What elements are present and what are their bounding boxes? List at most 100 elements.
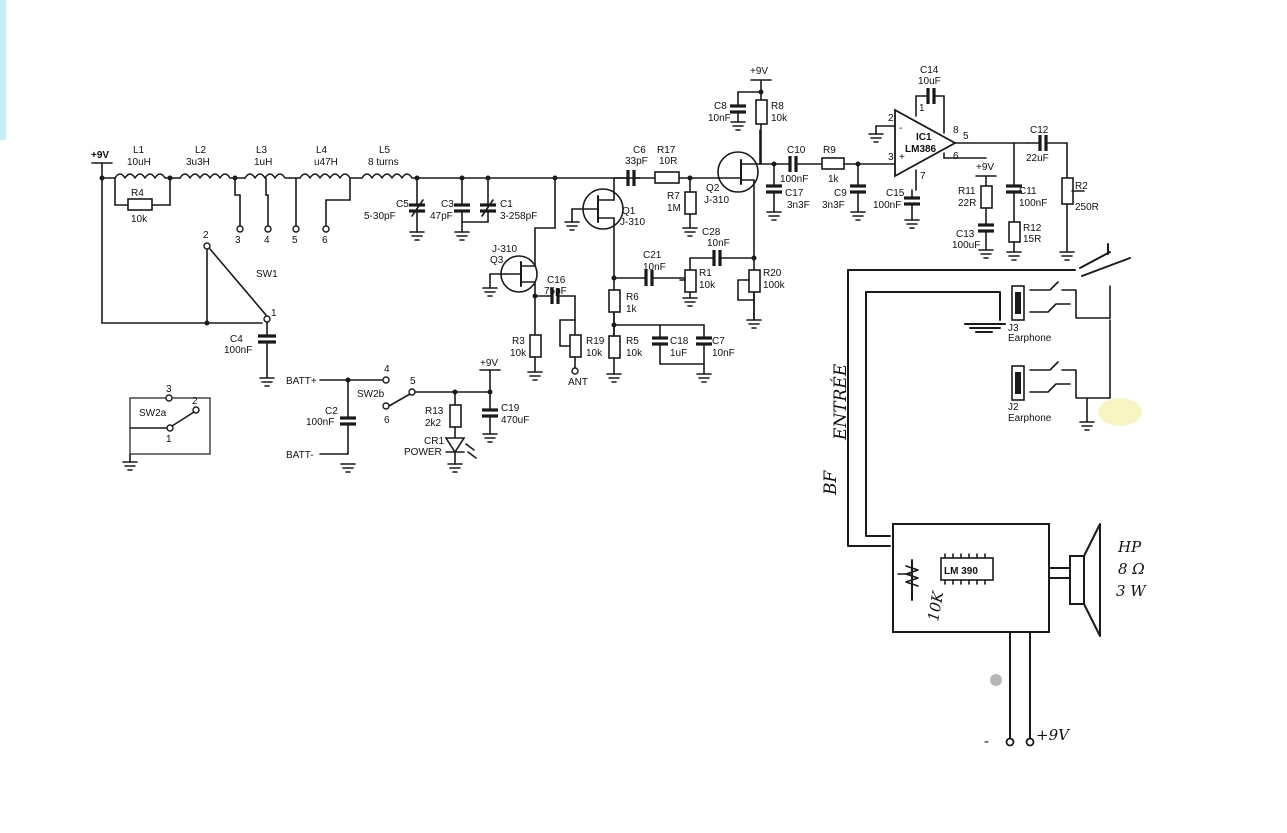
supply-label-c19: +9V xyxy=(480,358,498,369)
q2-ref: Q2 xyxy=(706,183,720,194)
c8-value: 10nF xyxy=(708,113,731,124)
c10-ref: C10 xyxy=(787,145,806,156)
c28-value: 10nF xyxy=(707,238,730,249)
supply-label-q2: +9V xyxy=(750,66,768,77)
c16-ref: C16 xyxy=(547,275,566,286)
entree-label: ENTRÉE xyxy=(830,363,851,441)
ant-label: ANT xyxy=(568,377,588,388)
sw2a-switch xyxy=(129,394,211,463)
r1-value: 10k xyxy=(699,280,716,291)
r12-ref: R12 xyxy=(1023,223,1042,234)
j2-ref: J2 xyxy=(1008,402,1019,413)
l3-value: 1uH xyxy=(254,157,272,168)
c17-value: 3n3F xyxy=(787,200,810,211)
batt-minus-label: BATT- xyxy=(286,450,314,461)
c17-ref: C17 xyxy=(785,188,804,199)
sw2a-contact-2: 2 xyxy=(192,396,198,407)
l1-ref: L1 xyxy=(133,145,145,156)
c8-ref: C8 xyxy=(714,101,727,112)
c7-value: 10nF xyxy=(712,348,735,359)
q2-input xyxy=(613,170,719,229)
r12-value: 15R xyxy=(1023,234,1041,245)
r3-ref: R3 xyxy=(512,336,525,347)
c19-value: 470uF xyxy=(501,415,529,426)
c13-ref: C13 xyxy=(956,229,975,240)
ic1-pin-8: 8 xyxy=(953,125,959,136)
j2-label: Earphone xyxy=(1008,413,1052,424)
r8-ref: R8 xyxy=(771,101,784,112)
sw2a-ref: SW2a xyxy=(139,408,167,419)
highlight-smudge xyxy=(1098,398,1142,426)
r9-ref: R9 xyxy=(823,145,836,156)
q1-ref: Q1 xyxy=(622,206,636,217)
l4-value: u47H xyxy=(314,157,338,168)
sw1-switch xyxy=(101,242,276,379)
l2-coil xyxy=(179,173,236,179)
q3-network xyxy=(529,288,582,375)
c12-value: 22uF xyxy=(1026,153,1049,164)
power-section xyxy=(319,369,501,465)
c5-value: 5-30pF xyxy=(364,211,396,222)
module-ic-label: LM 390 xyxy=(944,566,978,577)
sw1-contact-2: 2 xyxy=(203,230,209,241)
c16-value: 75pF xyxy=(544,286,567,297)
c21-value: 10nF xyxy=(643,262,666,273)
c6-ref: C6 xyxy=(633,145,646,156)
r2-value: 250R xyxy=(1075,202,1099,213)
r17-value: 10R xyxy=(659,156,677,167)
ground-symbols xyxy=(122,121,1095,473)
c11-value: 100nF xyxy=(1019,198,1047,209)
l1-coil xyxy=(114,173,171,179)
r2-ref: R2 xyxy=(1075,181,1088,192)
r13-ref: R13 xyxy=(425,406,444,417)
ic1-ref: IC1 xyxy=(916,132,932,143)
ic1-pin-5: 5 xyxy=(963,131,969,142)
r5-value: 10k xyxy=(626,348,643,359)
c18-ref: C18 xyxy=(670,336,689,347)
c9-ref: C9 xyxy=(834,188,847,199)
l3-coil xyxy=(244,173,291,179)
r4-value: 10k xyxy=(131,214,148,225)
r3-value: 10k xyxy=(510,348,527,359)
r19-ref: R19 xyxy=(586,336,605,347)
c7-ref: C7 xyxy=(712,336,725,347)
r20-ref: R20 xyxy=(763,268,782,279)
q3-type: J-310 xyxy=(492,244,517,255)
ic1-part: LM386 xyxy=(905,144,937,155)
c3-ref: C3 xyxy=(441,199,454,210)
r20-value: 100k xyxy=(763,280,786,291)
c4-ref: C4 xyxy=(230,334,243,345)
l5-value: 8 turns xyxy=(368,157,399,168)
amp-input-filter xyxy=(766,156,896,213)
ic1-plus: + xyxy=(899,152,905,163)
sw2b-contact-4: 4 xyxy=(384,364,390,375)
supply-label-left: +9V xyxy=(91,150,109,161)
r5-ref: R5 xyxy=(626,336,639,347)
c4-value: 100nF xyxy=(224,345,252,356)
l2-ref: L2 xyxy=(195,145,207,156)
speaker-label-2: 8 Ω xyxy=(1118,560,1145,578)
amp-supply-network xyxy=(975,135,1085,253)
c12-ref: C12 xyxy=(1030,125,1049,136)
bf-label: BF xyxy=(821,470,841,496)
c13-value: 100uF xyxy=(952,240,980,251)
ic1-pin-2: 2 xyxy=(888,113,894,124)
sw1-contact-4: 4 xyxy=(264,235,270,246)
r6-ref: R6 xyxy=(626,292,639,303)
jack-j2 xyxy=(1011,319,1111,423)
j3-ref: J3 xyxy=(1008,323,1019,334)
l4-coil xyxy=(299,173,356,179)
c3-value: 47pF xyxy=(430,211,453,222)
q3-transistor xyxy=(489,177,556,336)
c5-ref: C5 xyxy=(396,199,409,210)
r8-value: 10k xyxy=(771,113,788,124)
r11-value: 22R xyxy=(958,198,976,209)
c15-ref: C15 xyxy=(886,188,905,199)
supply-label-amp: +9V xyxy=(976,162,994,173)
q1-transistor xyxy=(571,177,624,346)
ic1-pin-7: 7 xyxy=(920,171,926,182)
r9-value: 1k xyxy=(828,174,840,185)
r4-ref: R4 xyxy=(131,188,144,199)
c15-value: 100nF xyxy=(873,200,901,211)
c18-value: 1uF xyxy=(670,348,687,359)
